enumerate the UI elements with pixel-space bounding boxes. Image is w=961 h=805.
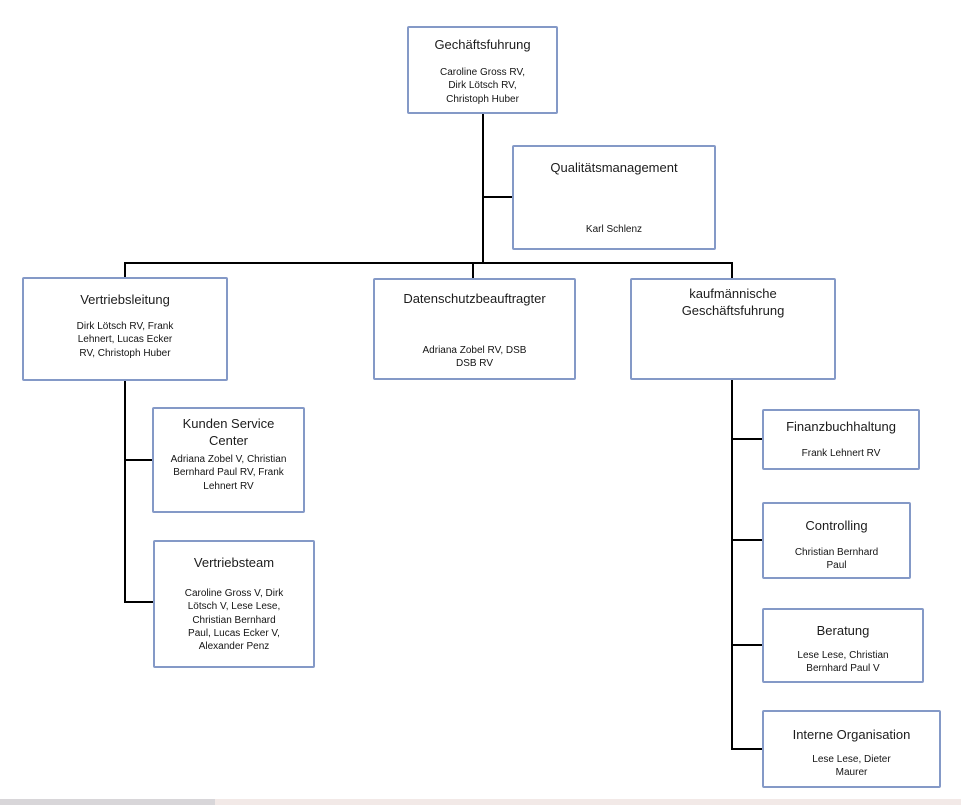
- node-members: Dirk Lötsch RV, Frank Lehnert, Lucas Eck…: [76, 320, 174, 359]
- node-title: Beratung: [816, 623, 870, 638]
- org-node-kaufmaennische-geschaeftsfuhrung[interactable]: kaufmännische Geschäftsfuhrung: [630, 278, 836, 380]
- connector-main-horizontal: [124, 262, 733, 264]
- node-members: Frank Lehnert RV: [801, 447, 881, 459]
- connector-controlling: [731, 539, 763, 541]
- node-members: Adriana Zobel V, Christian Bernhard Paul…: [170, 453, 287, 492]
- connector-right-branch: [731, 380, 733, 750]
- connector-stub-kaufmaennische: [731, 262, 733, 279]
- connector-stub-vertriebsleitung: [124, 262, 126, 278]
- node-title: Interne Organisation: [792, 727, 911, 742]
- node-title: Vertriebsleitung: [80, 292, 170, 307]
- node-members: Christian Bernhard Paul: [794, 546, 879, 572]
- org-node-finanzbuchhaltung[interactable]: Finanzbuchhaltung Frank Lehnert RV: [762, 409, 920, 470]
- connector-qualitaetsmanagement: [483, 196, 513, 198]
- node-members: Karl Schlenz: [585, 223, 643, 235]
- connector-left-branch: [124, 381, 126, 603]
- org-node-geschaeftsfuhrung[interactable]: Gechäftsfuhrung Caroline Gross RV, Dirk …: [407, 26, 558, 114]
- node-title: Gechäftsfuhrung: [434, 37, 531, 52]
- org-node-beratung[interactable]: Beratung Lese Lese, Christian Bernhard P…: [762, 608, 924, 683]
- connector-beratung: [731, 644, 763, 646]
- node-title: kaufmännische Geschäftsfuhrung: [681, 286, 785, 318]
- node-title: Vertriebsteam: [193, 555, 275, 570]
- connector-root-to-main: [482, 114, 484, 263]
- org-node-vertriebsleitung[interactable]: Vertriebsleitung Dirk Lötsch RV, Frank L…: [22, 277, 228, 381]
- horizontal-scrollbar-track[interactable]: [0, 799, 961, 805]
- connector-interne-organisation: [731, 748, 763, 750]
- org-node-interne-organisation[interactable]: Interne Organisation Lese Lese, Dieter M…: [762, 710, 941, 788]
- connector-kunden-service: [124, 459, 153, 461]
- node-title: Qualitätsmanagement: [550, 160, 678, 175]
- node-title: Finanzbuchhaltung: [786, 419, 896, 434]
- org-node-controlling[interactable]: Controlling Christian Bernhard Paul: [762, 502, 911, 579]
- org-node-qualitaetsmanagement[interactable]: Qualitätsmanagement Karl Schlenz: [512, 145, 716, 250]
- org-node-datenschutzbeauftragter[interactable]: Datenschutzbeauftragter Adriana Zobel RV…: [373, 278, 576, 380]
- node-members: Lese Lese, Christian Bernhard Paul V: [797, 649, 889, 675]
- connector-finanzbuchhaltung: [731, 438, 763, 440]
- node-title: Controlling: [805, 518, 868, 533]
- org-node-kunden-service-center[interactable]: Kunden Service Center Adriana Zobel V, C…: [152, 407, 305, 513]
- node-members: Caroline Gross RV, Dirk Lötsch RV, Chris…: [439, 66, 526, 105]
- node-title: Datenschutzbeauftragter: [403, 291, 546, 306]
- horizontal-scrollbar-thumb[interactable]: [0, 799, 215, 805]
- org-node-vertriebsteam[interactable]: Vertriebsteam Caroline Gross V, Dirk Löt…: [153, 540, 315, 668]
- node-members: Adriana Zobel RV, DSB DSB RV: [422, 344, 527, 370]
- node-members: Lese Lese, Dieter Maurer: [812, 753, 891, 779]
- node-members: Caroline Gross V, Dirk Lötsch V, Lese Le…: [184, 587, 284, 653]
- node-title: Kunden Service Center: [182, 416, 275, 448]
- connector-stub-datenschutz: [472, 262, 474, 279]
- connector-vertriebsteam: [124, 601, 154, 603]
